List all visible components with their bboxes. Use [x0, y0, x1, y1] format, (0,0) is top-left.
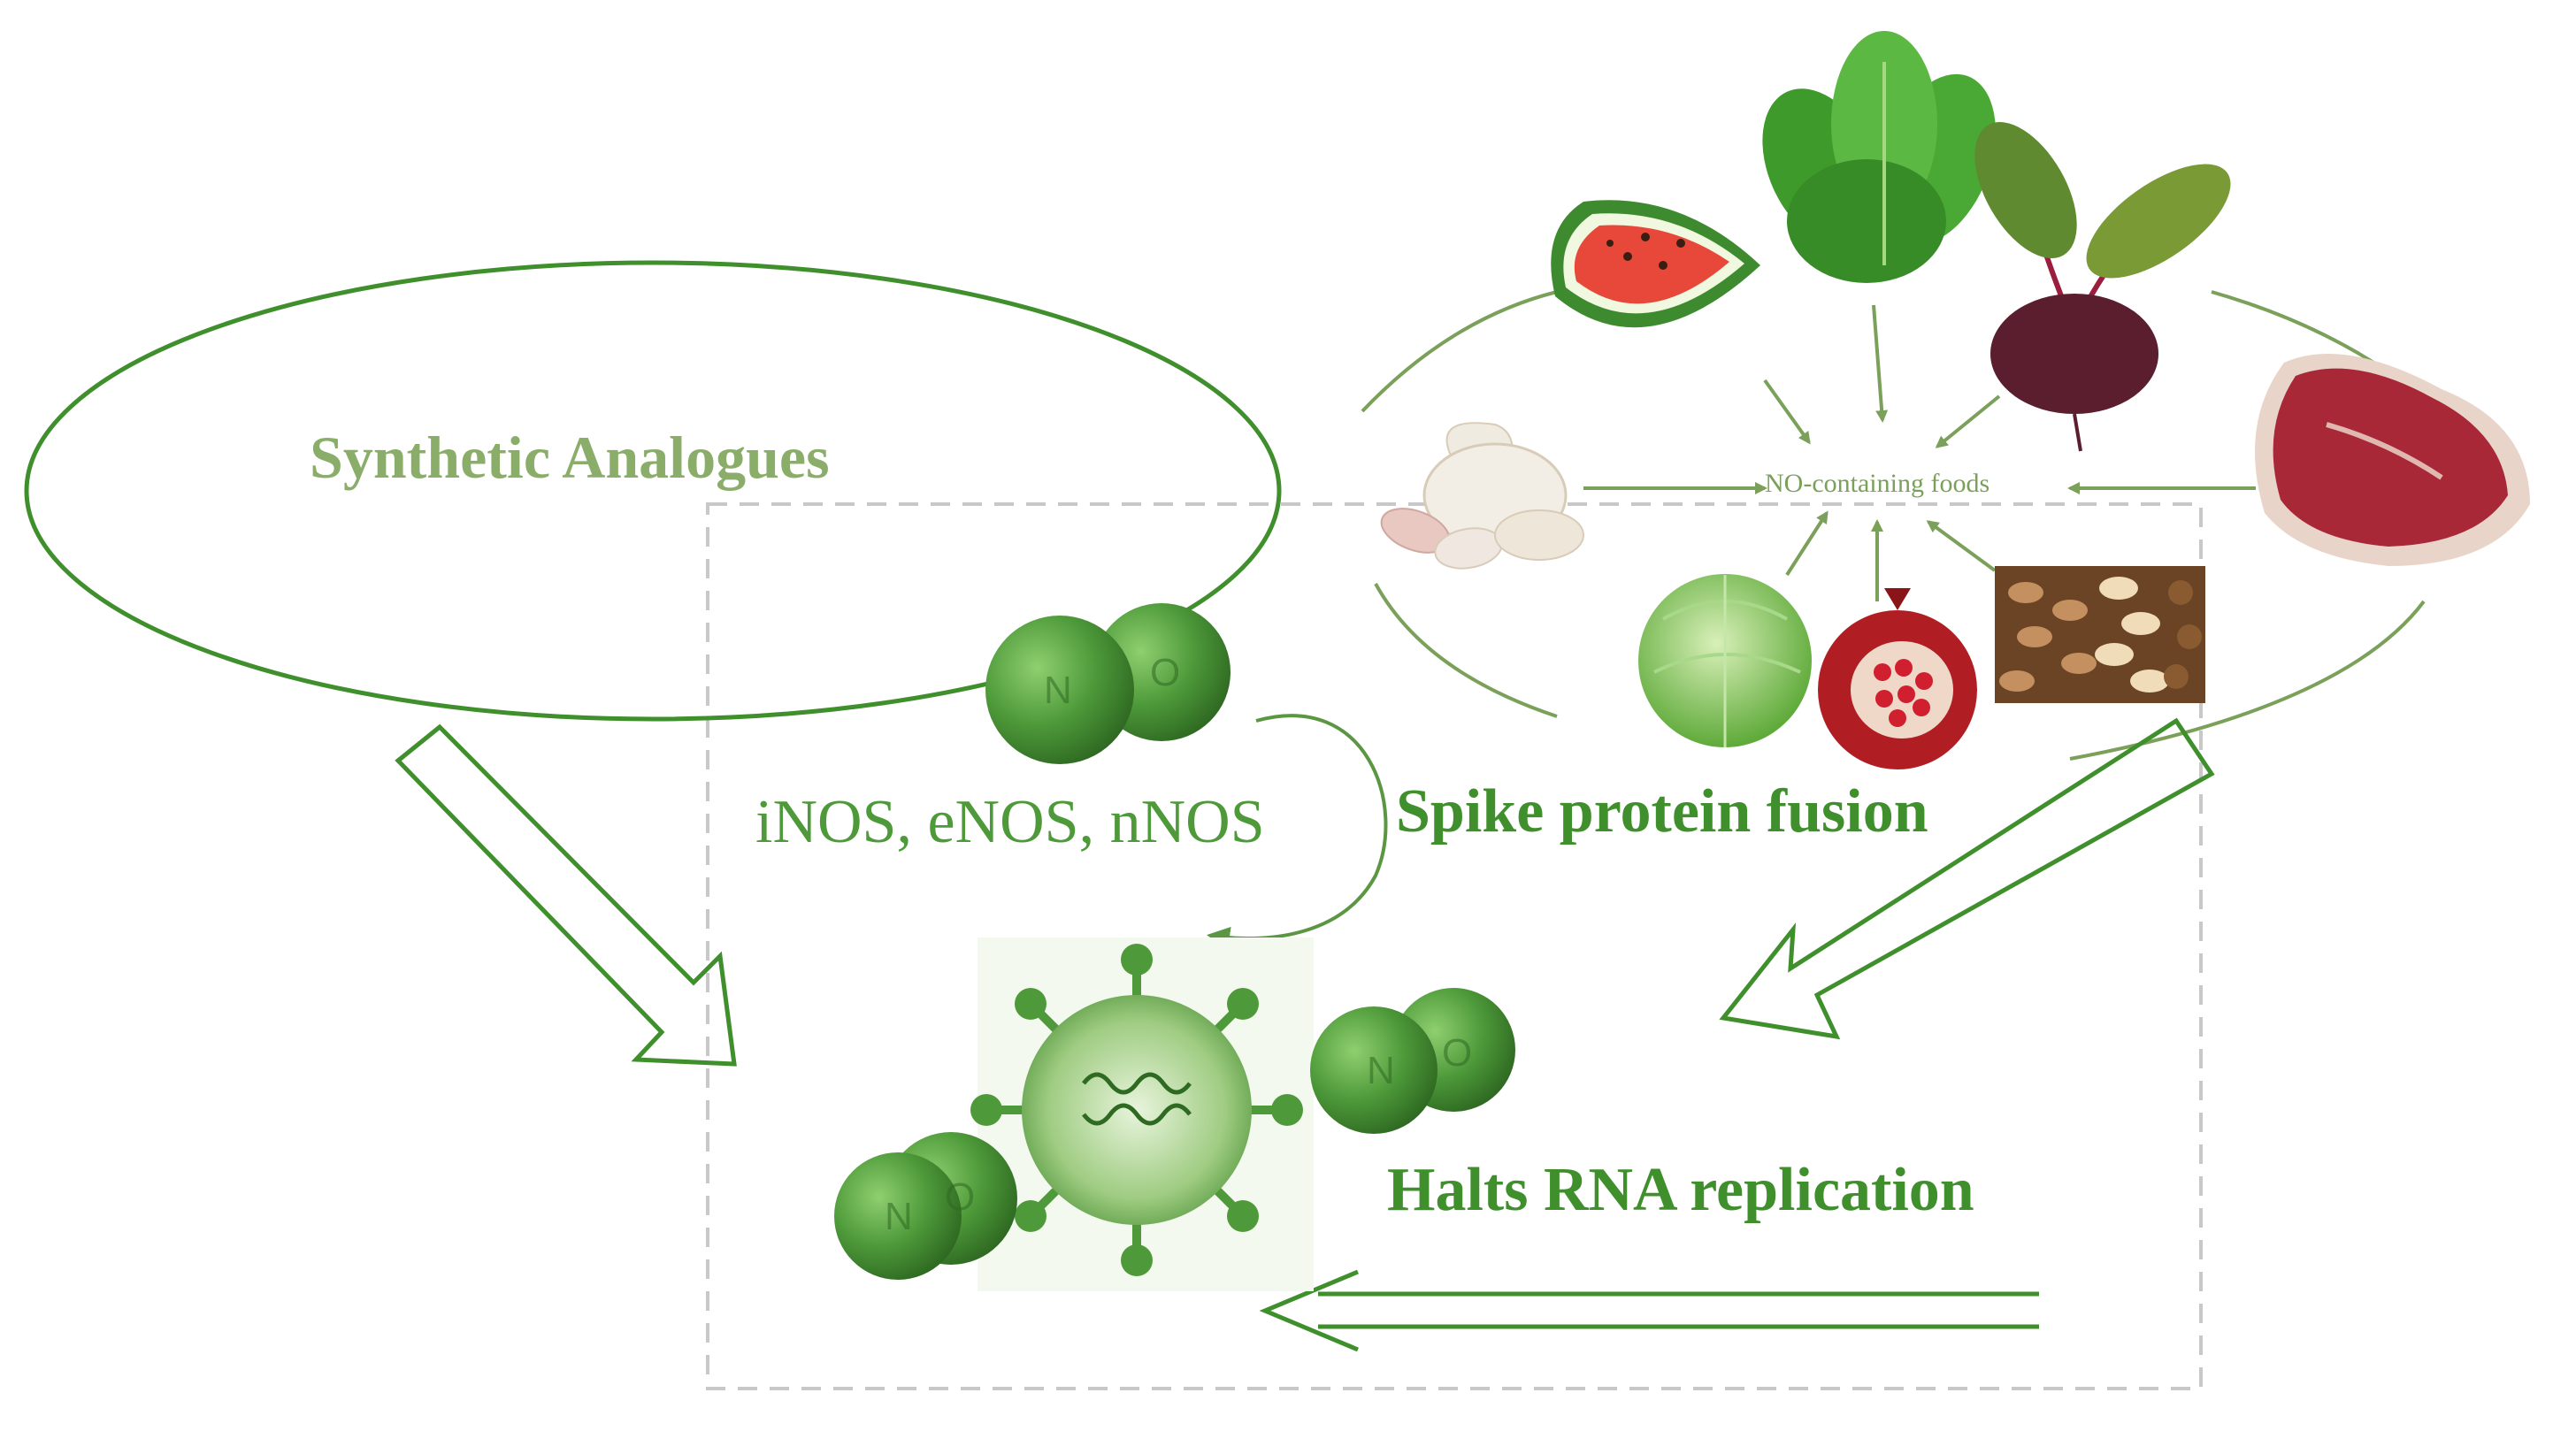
meat-icon — [2255, 354, 2530, 566]
halts-rna-replication-label: Halts RNA replication — [1387, 1156, 1974, 1224]
synthetic-analogues-label: Synthetic Analogues — [310, 424, 830, 491]
cabbage-icon — [1638, 574, 1812, 747]
svg-text:N: N — [885, 1195, 913, 1238]
replication-return-arrow — [1259, 1269, 2039, 1352]
foods-block-arrow — [1719, 717, 2215, 1040]
no-molecule-top: N O — [985, 603, 1230, 764]
nos-enzymes-label: iNOS, eNOS, nNOS — [755, 788, 1265, 856]
synthetic-analogues-ellipse — [24, 260, 1282, 722]
no-molecule-right: N O — [1310, 988, 1515, 1134]
pomegranate-icon — [1818, 588, 1977, 769]
beetroot-icon — [1974, 122, 2231, 452]
curved-arrow — [1207, 714, 1388, 950]
watermelon-icon — [1551, 200, 1760, 328]
svg-text:N: N — [1044, 669, 1072, 712]
nuts-icon — [1995, 566, 2205, 703]
svg-text:O: O — [1442, 1031, 1472, 1075]
no-molecule-bottom-left: N O — [834, 1132, 1017, 1280]
spinach-icon — [1762, 31, 1996, 283]
food-arrows — [1583, 304, 2256, 601]
svg-text:O: O — [945, 1175, 975, 1219]
spike-protein-fusion-label: Spike protein fusion — [1396, 777, 1928, 846]
svg-text:O: O — [1150, 651, 1180, 694]
garlic-icon — [1380, 422, 1584, 570]
synthetic-block-arrow — [395, 723, 737, 1067]
svg-text:N: N — [1367, 1049, 1395, 1092]
virus-icon — [970, 937, 1314, 1291]
no-containing-foods-label: NO-containing foods — [1765, 469, 1990, 498]
